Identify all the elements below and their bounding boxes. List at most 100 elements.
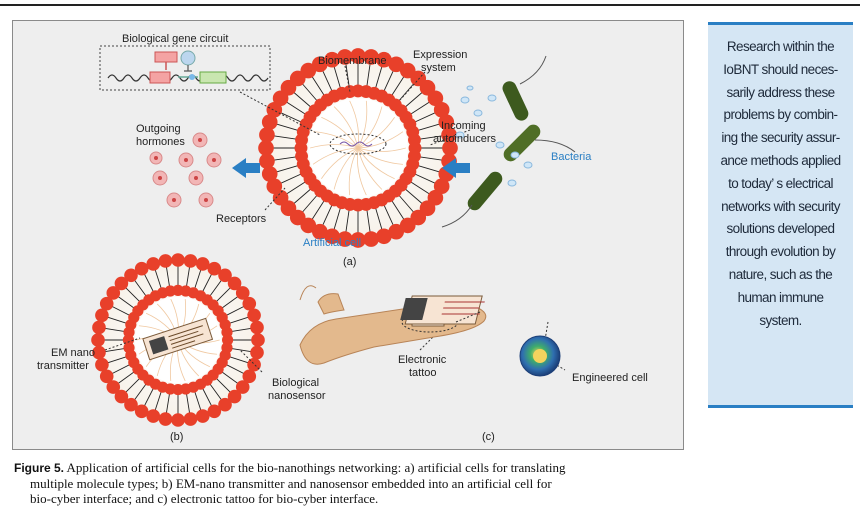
dna-strand <box>339 141 373 147</box>
label-bio-2: nanosensor <box>268 390 326 402</box>
lipid-head <box>183 254 198 268</box>
lipid-head <box>311 223 328 240</box>
cell-fiber <box>357 147 395 180</box>
hormone-nuclei <box>154 138 216 202</box>
lipid-tail <box>221 294 240 309</box>
cell-fiber <box>357 131 404 149</box>
engineered-cell-nucleus <box>533 349 547 363</box>
lipid-head <box>134 261 149 276</box>
lipid-head <box>235 380 250 394</box>
label-panel-c: (c) <box>482 431 495 443</box>
lipid-tail <box>270 156 298 161</box>
lipid-tail <box>215 377 233 395</box>
lipid-tail <box>291 187 313 206</box>
lipid-head <box>95 357 109 372</box>
sidebar-line: system. <box>759 312 802 328</box>
lipid-head <box>247 308 261 323</box>
lipid-tail <box>397 193 416 215</box>
lipid-head <box>171 413 185 427</box>
lipid-tail <box>273 164 300 174</box>
lipid-tail <box>165 264 171 288</box>
lipid-tail <box>277 172 303 185</box>
lipid-tail <box>310 199 326 223</box>
label-biomembrane: Biomembrane <box>318 55 386 67</box>
lipid-tail <box>185 392 191 416</box>
sidebar-bottom-bar <box>708 405 853 408</box>
sidebar-line: human immune <box>737 289 824 305</box>
cell-fiber <box>356 147 367 196</box>
lipid-tail <box>321 67 334 93</box>
lipid-tail <box>366 208 371 236</box>
expression-system-core <box>329 133 387 155</box>
lipid-head <box>376 228 392 245</box>
label-bacteria: Bacteria <box>551 151 592 163</box>
sidebar-line: through evolution by <box>725 244 836 260</box>
lipid-head <box>350 232 366 248</box>
lipid-tail <box>110 305 131 317</box>
lipid-head <box>95 308 109 323</box>
lipid-head <box>171 253 185 267</box>
lipid-head <box>106 380 121 394</box>
sidebar-line: IoBNT should neces- <box>723 61 838 77</box>
lipid-tail <box>143 387 155 408</box>
sidebar-line: problems by combin- <box>723 107 839 123</box>
lipid-tail <box>105 316 128 324</box>
label-tattoo-2: tattoo <box>409 367 437 379</box>
cell-fiber <box>357 117 395 149</box>
cell-fiber <box>357 147 383 190</box>
lipid-tail <box>416 164 443 174</box>
lipid-head <box>114 276 129 291</box>
cell-fiber <box>348 147 359 196</box>
lipid-head <box>235 286 250 300</box>
caption-line-1: Application of artificial cells for the … <box>64 460 566 475</box>
lipid-head <box>261 166 278 182</box>
lipid-head <box>363 49 379 65</box>
lipid-tail <box>194 390 202 413</box>
lipid-tail <box>230 327 254 333</box>
lipid-head <box>337 231 353 247</box>
label-expression-2: system <box>421 62 456 74</box>
label-artificial-cell: Artificial cell <box>303 237 361 249</box>
lipid-head <box>91 333 105 347</box>
lipid-head <box>408 133 421 147</box>
lipid-head <box>272 189 289 206</box>
lipid-tail <box>185 264 191 288</box>
sidebar-line: networks with security <box>721 198 840 214</box>
sidebar-line: Research within the <box>726 39 835 54</box>
lipid-head <box>388 56 405 73</box>
lipid-tail <box>116 371 135 386</box>
label-expression-1: Expression <box>413 49 467 61</box>
lipid-head <box>158 254 173 268</box>
lipid-head <box>99 369 114 384</box>
lipid-tail <box>403 187 425 206</box>
em-chip-icon <box>142 317 214 361</box>
lipid-head <box>146 409 161 423</box>
lipid-tail <box>332 63 342 90</box>
autoinducer-molecules <box>455 85 533 187</box>
lipid-tail <box>403 90 425 109</box>
lipid-tail <box>390 199 406 223</box>
lipid-tail <box>416 122 443 132</box>
lipid-head <box>195 409 210 423</box>
label-receptors: Receptors <box>216 213 267 225</box>
lipid-tail <box>201 387 213 408</box>
lipid-head <box>221 326 233 338</box>
lipid-tail <box>123 377 141 395</box>
lipid-head <box>438 114 455 130</box>
label-tattoo-1: Electronic <box>398 354 447 366</box>
label-panel-b: (b) <box>170 431 183 443</box>
cell-fiber <box>313 131 359 149</box>
lipid-head <box>427 90 444 107</box>
lipid-tail <box>382 67 395 93</box>
sidebar-line: ing the security assur- <box>721 130 840 146</box>
lipid-tail <box>102 327 126 333</box>
gene-circuit-box <box>99 45 271 91</box>
cell-fiber <box>357 106 383 149</box>
lipid-tail <box>209 383 224 402</box>
cell-fiber <box>310 144 359 149</box>
cell-fiber <box>357 147 406 152</box>
label-em-2: transmitter <box>37 360 89 372</box>
lipid-head <box>207 261 222 276</box>
cell-fiber <box>357 147 403 165</box>
lipid-head <box>261 114 278 130</box>
